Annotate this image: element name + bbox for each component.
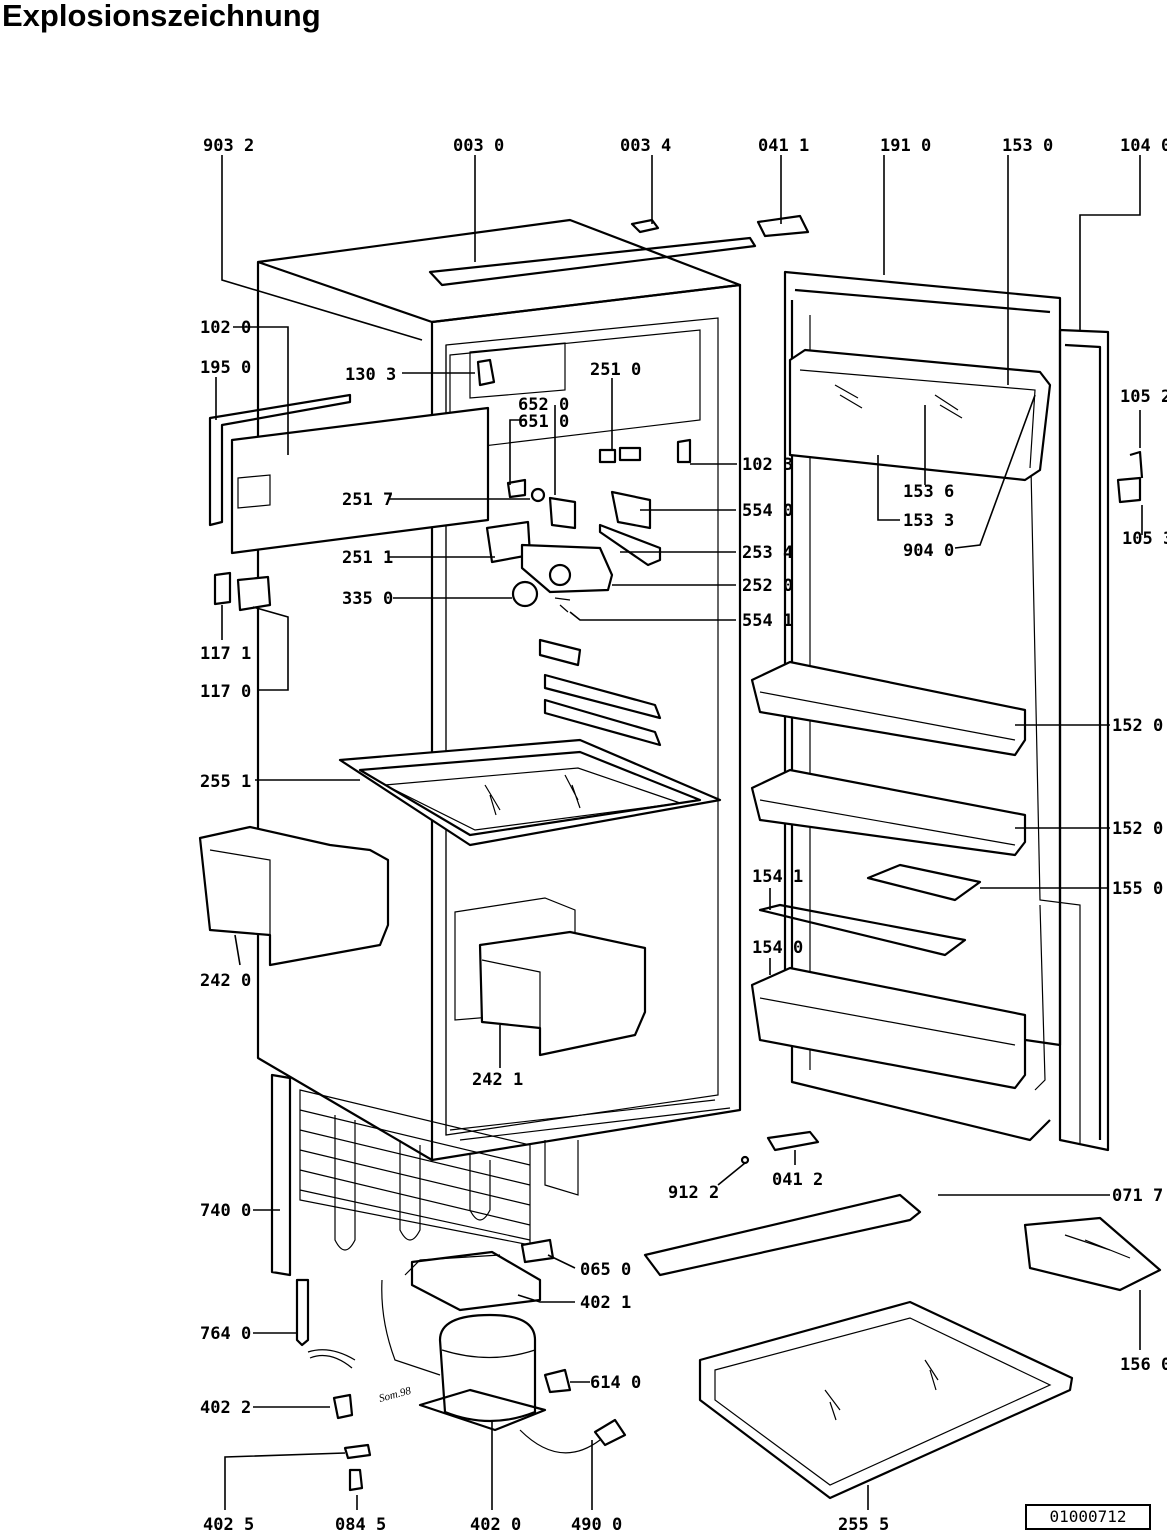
label-153-3: 153 3 [903, 511, 954, 531]
label-554-1: 554 1 [742, 611, 793, 631]
label-251-7: 251 7 [342, 490, 393, 510]
label-041-1: 041 1 [758, 136, 809, 156]
controls-drawing [213, 358, 692, 613]
label-651-0: 651 0 [518, 412, 569, 432]
label-003-4: 003 4 [620, 136, 671, 156]
label-402-0: 402 0 [470, 1515, 521, 1533]
signature-text: Som.98 [378, 1385, 413, 1405]
glass-shelf-drawing [338, 738, 722, 847]
label-402-2: 402 2 [200, 1398, 251, 1418]
label-402-1: 402 1 [580, 1293, 631, 1313]
part-labels: 903 2 003 0 003 4 041 1 191 0 153 0 104 … [200, 136, 1167, 1533]
label-152-0-b: 152 0 [1112, 819, 1163, 839]
label-105-3: 105 3 [1122, 529, 1167, 549]
label-105-2: 105 2 [1120, 387, 1167, 407]
label-242-0: 242 0 [200, 971, 251, 991]
hinges-drawing [630, 214, 1144, 1165]
label-740-0: 740 0 [200, 1201, 251, 1221]
label-402-5: 402 5 [203, 1515, 254, 1533]
label-154-0: 154 0 [752, 938, 803, 958]
cabinet-drawing [256, 218, 757, 1196]
page-title: Explosionszeichnung [2, 0, 321, 33]
label-152-0-a: 152 0 [1112, 716, 1163, 736]
label-102-3: 102 3 [742, 455, 793, 475]
label-912-2: 912 2 [668, 1183, 719, 1203]
bottom-parts-drawing [643, 1193, 1162, 1500]
label-255-5: 255 5 [838, 1515, 889, 1533]
condenser-drawing [270, 1073, 531, 1277]
label-252-0: 252 0 [742, 576, 793, 596]
label-065-0: 065 0 [580, 1260, 631, 1280]
label-041-2: 041 2 [772, 1170, 823, 1190]
label-191-0: 191 0 [880, 136, 931, 156]
label-102-0: 102 0 [200, 318, 251, 338]
label-195-0: 195 0 [200, 358, 251, 378]
label-251-0: 251 0 [590, 360, 641, 380]
label-117-0: 117 0 [200, 682, 251, 702]
label-003-0: 003 0 [453, 136, 504, 156]
label-153-6: 153 6 [903, 482, 954, 502]
compressor-drawing: Som.98 [295, 1238, 627, 1492]
leader-lines [215, 155, 1143, 1510]
label-104-0: 104 0 [1120, 136, 1167, 156]
label-652-0: 652 0 [518, 395, 569, 415]
door-bins-drawing [750, 660, 1027, 1090]
label-242-1: 242 1 [472, 1070, 523, 1090]
document-number-box: 01000712 [1025, 1504, 1151, 1530]
label-904-0: 904 0 [903, 541, 954, 561]
freezer-door-drawing [208, 393, 490, 555]
label-251-1: 251 1 [342, 548, 393, 568]
label-335-0: 335 0 [342, 589, 393, 609]
label-554-0: 554 0 [742, 501, 793, 521]
label-071-7: 071 7 [1112, 1186, 1163, 1206]
label-156-0: 156 0 [1120, 1355, 1167, 1375]
crisper-drawers-drawing [198, 825, 647, 1057]
label-155-0: 155 0 [1112, 879, 1163, 899]
label-614-0: 614 0 [590, 1373, 641, 1393]
label-154-1: 154 1 [752, 867, 803, 887]
label-490-0: 490 0 [571, 1515, 622, 1533]
label-117-1: 117 1 [200, 644, 251, 664]
label-130-3: 130 3 [345, 365, 396, 385]
label-084-5: 084 5 [335, 1515, 386, 1533]
label-153-0: 153 0 [1002, 136, 1053, 156]
label-253-4: 253 4 [742, 543, 793, 563]
label-255-1: 255 1 [200, 772, 251, 792]
label-903-2: 903 2 [203, 136, 254, 156]
label-764-0: 764 0 [200, 1324, 251, 1344]
